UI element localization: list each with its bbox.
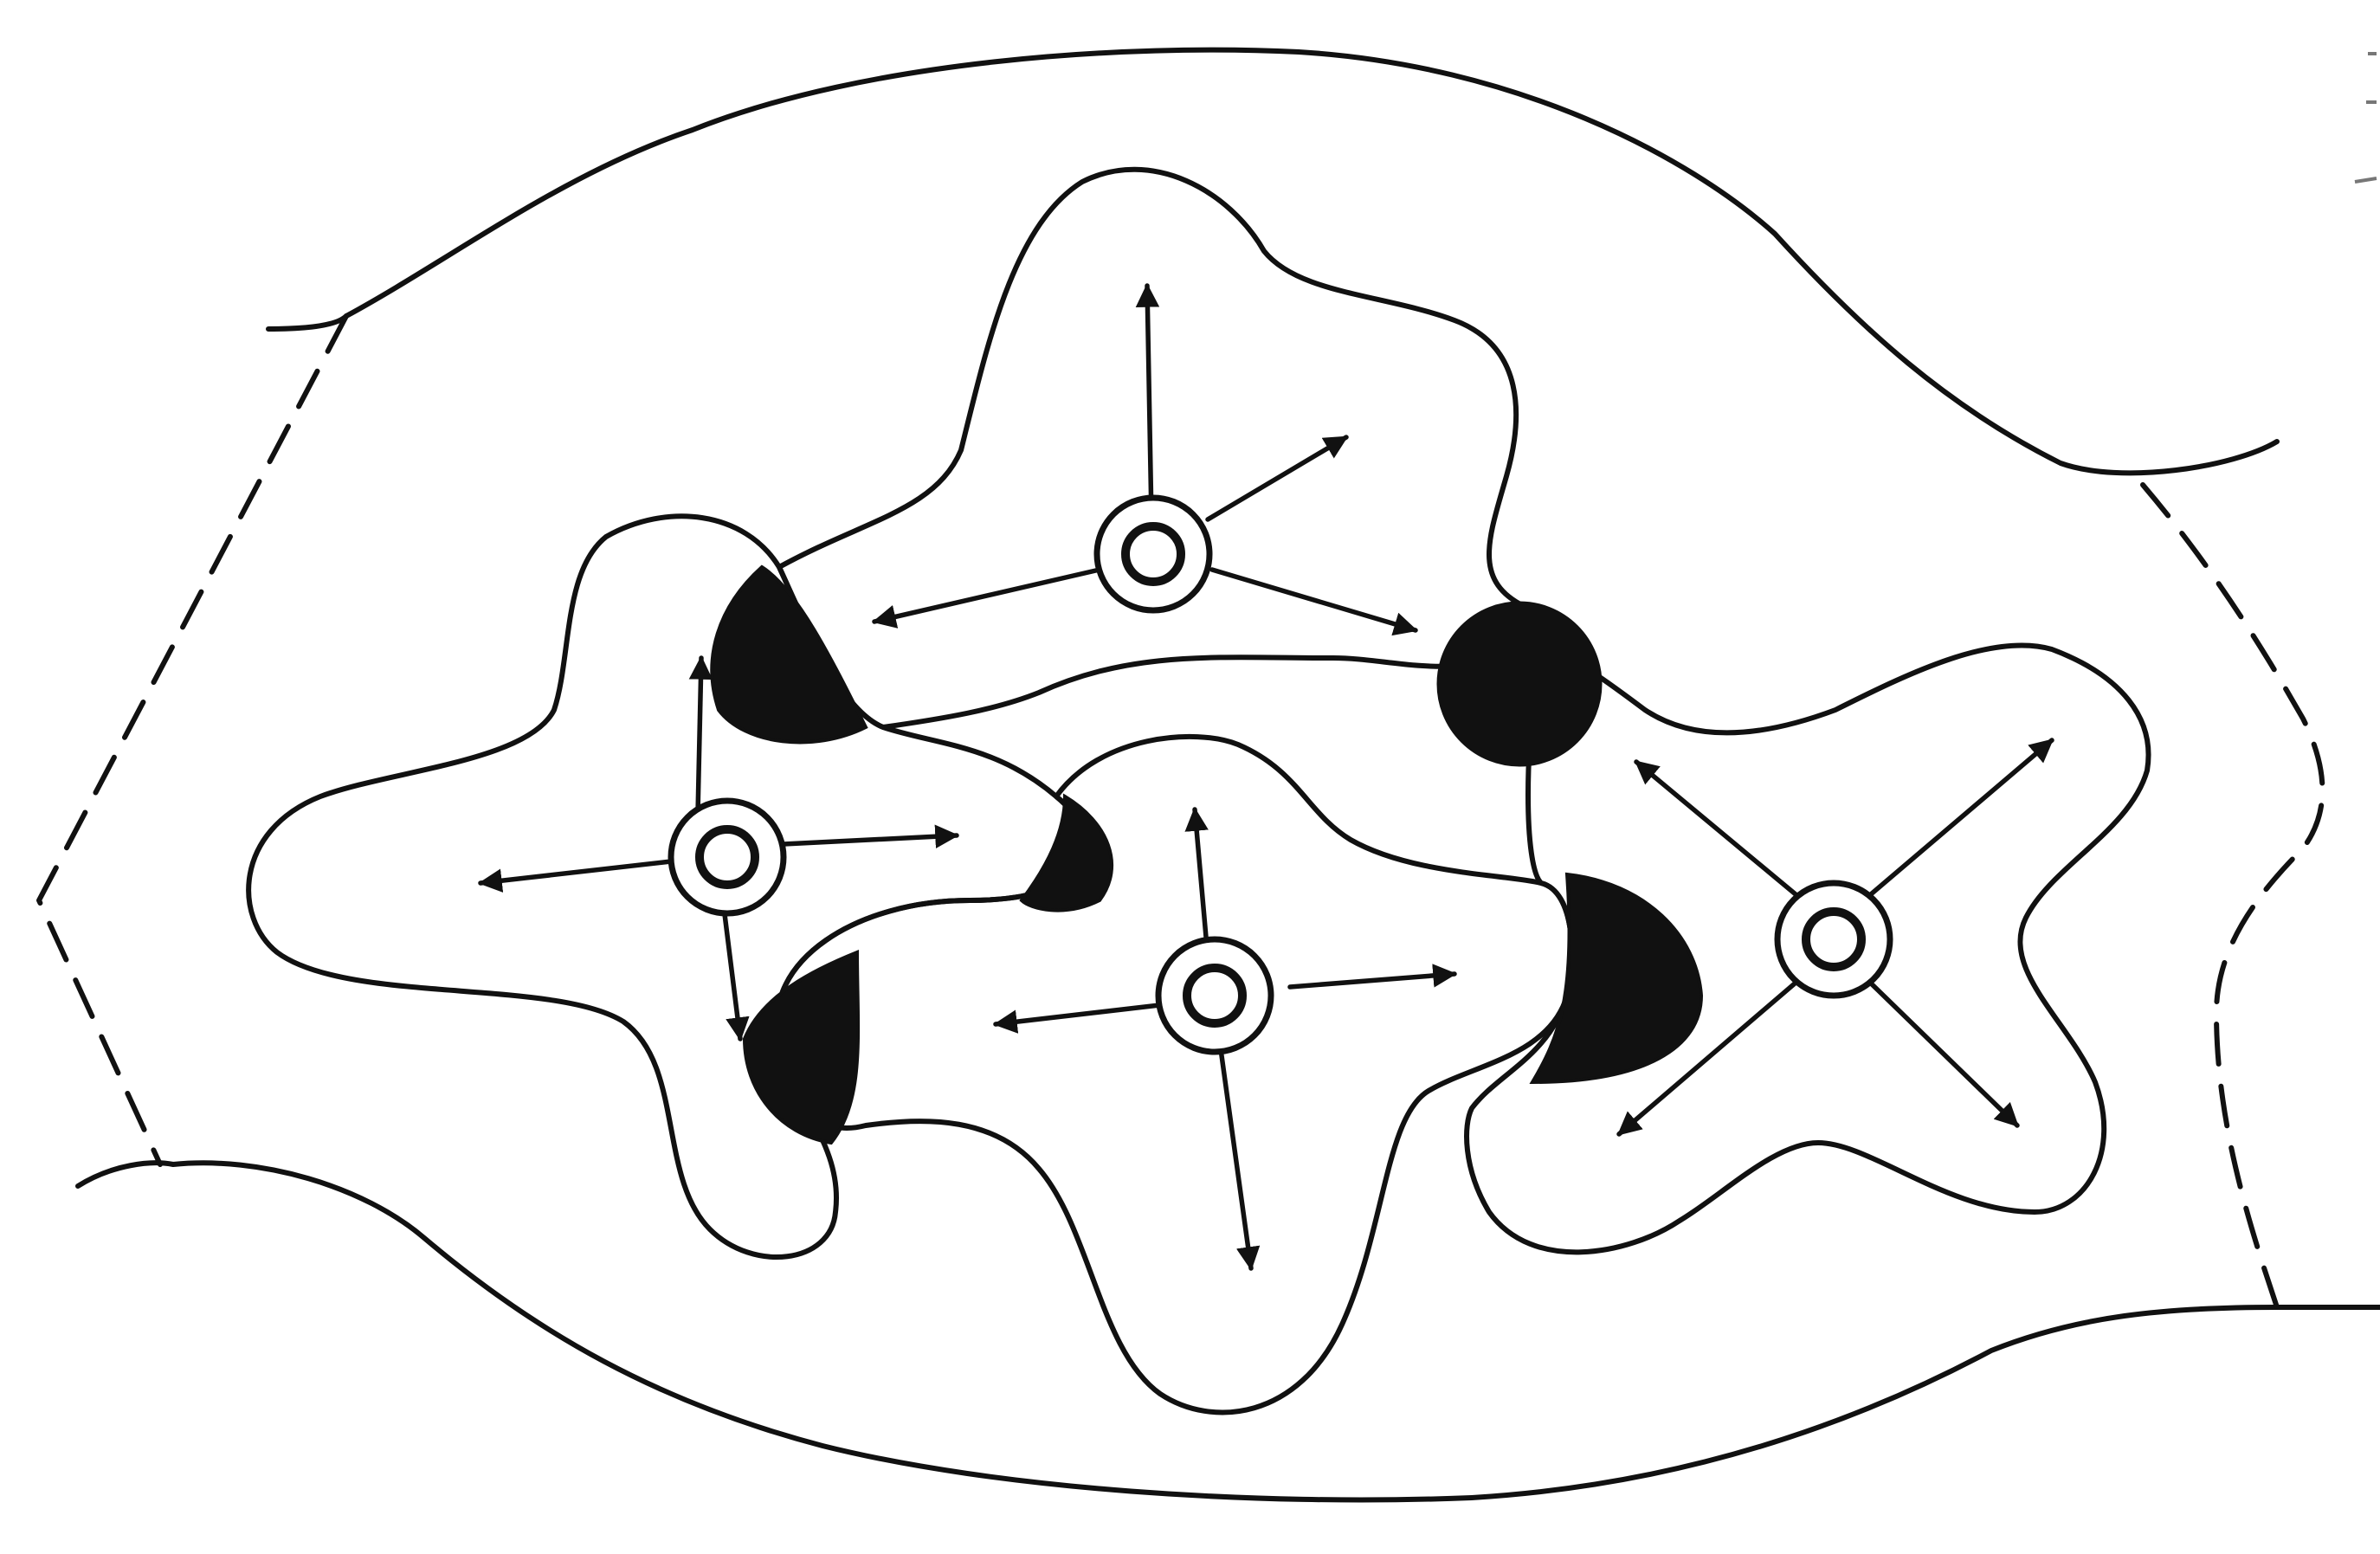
cell-outline-top (779, 170, 1545, 727)
outer-boundary-right-dashed (2143, 485, 2323, 1307)
nucleus-right (1777, 883, 1890, 996)
cell-outline-left (248, 516, 1084, 1257)
contact-point-5 (1532, 874, 1701, 1082)
outer-boundary-left-dashed (39, 316, 346, 1164)
contact-point-4 (745, 952, 858, 1143)
scan-artifact-marks (2355, 54, 2377, 182)
contact-point-3 (1022, 796, 1112, 911)
contact-point-2 (1437, 602, 1602, 766)
nucleus-top (1097, 498, 1209, 610)
contact-point-1 (712, 567, 866, 742)
nucleus-left (671, 801, 784, 913)
nucleus-bottom (1158, 939, 1271, 1052)
